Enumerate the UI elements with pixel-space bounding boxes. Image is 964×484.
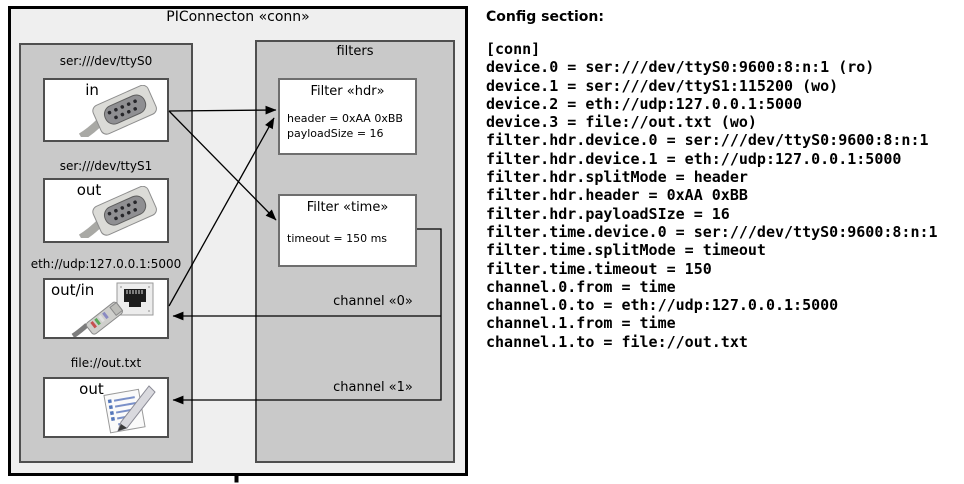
config-line: device.1 = ser:///dev/ttyS1:115200 (wo) (486, 76, 839, 95)
filter-property: header = 0xAA 0xBB (287, 112, 403, 125)
filter-title: Filter «time» (306, 200, 389, 215)
config-line: channel.0.to = eth://udp:127.0.0.1:5000 (486, 296, 839, 315)
device-role-label: out (76, 181, 102, 199)
device-box-ttyS0: in (43, 78, 169, 142)
device-uri-label: ser:///dev/ttyS0 (59, 54, 153, 68)
config-line: [conn] (486, 40, 541, 58)
filter-title: Filter «hdr» (310, 84, 385, 99)
config-line: filter.hdr.payloadSIze = 16 (486, 204, 730, 223)
device-box-eth: out/in (43, 278, 169, 339)
filters-panel-label: filters (336, 44, 374, 59)
device-uri-label: eth://udp:127.0.0.1:5000 (30, 257, 182, 271)
channel-1-label: channel «1» (333, 380, 413, 395)
device-uri-label: ser:///dev/ttyS1 (59, 159, 153, 173)
bottom-tick-mark (234, 476, 239, 483)
device-uri-label: file://out.txt (70, 356, 142, 370)
config-line: device.3 = file://out.txt (wo) (486, 113, 757, 132)
config-line: filter.hdr.device.0 = ser:///dev/ttyS0:9… (486, 131, 929, 150)
channel-0-label: channel «0» (333, 294, 413, 309)
config-line: filter.time.device.0 = ser:///dev/ttyS0:… (486, 222, 938, 241)
config-line: channel.1.from = time (486, 314, 676, 333)
device-box-ttyS1: out (43, 178, 169, 243)
config-line: filter.hdr.device.1 = eth://udp:127.0.0.… (486, 149, 902, 168)
device-role-label: out/in (51, 281, 95, 299)
filter-box-hdr: Filter «hdr» header = 0xAA 0xBB payloadS… (278, 78, 417, 155)
device-box-file: out (43, 377, 169, 438)
device-role-label: in (85, 81, 99, 99)
diagram-title: PIConnecton «conn» (166, 9, 310, 25)
config-line: device.0 = ser:///dev/ttyS0:9600:8:n:1 (… (486, 58, 875, 77)
config-line: filter.hdr.splitMode = header (486, 168, 748, 187)
config-heading: Config section: (486, 9, 604, 25)
file-note-icon (103, 385, 156, 434)
config-line: device.2 = eth://udp:127.0.0.1:5000 (486, 94, 803, 113)
config-line: channel.0.from = time (486, 277, 676, 296)
filter-box-time: Filter «time» timeout = 150 ms (278, 194, 417, 267)
config-line: filter.time.splitMode = timeout (486, 241, 766, 260)
filter-property: timeout = 150 ms (287, 232, 388, 245)
device-role-label: out (79, 380, 104, 398)
config-line: filter.hdr.header = 0xAA 0xBB (486, 186, 748, 205)
config-line: channel.1.to = file://out.txt (486, 332, 748, 351)
filter-property: payloadSize = 16 (287, 127, 384, 140)
config-line: filter.time.timeout = 150 (486, 259, 712, 278)
config-section: Config section: [conn] device.0 = ser://… (486, 8, 964, 351)
